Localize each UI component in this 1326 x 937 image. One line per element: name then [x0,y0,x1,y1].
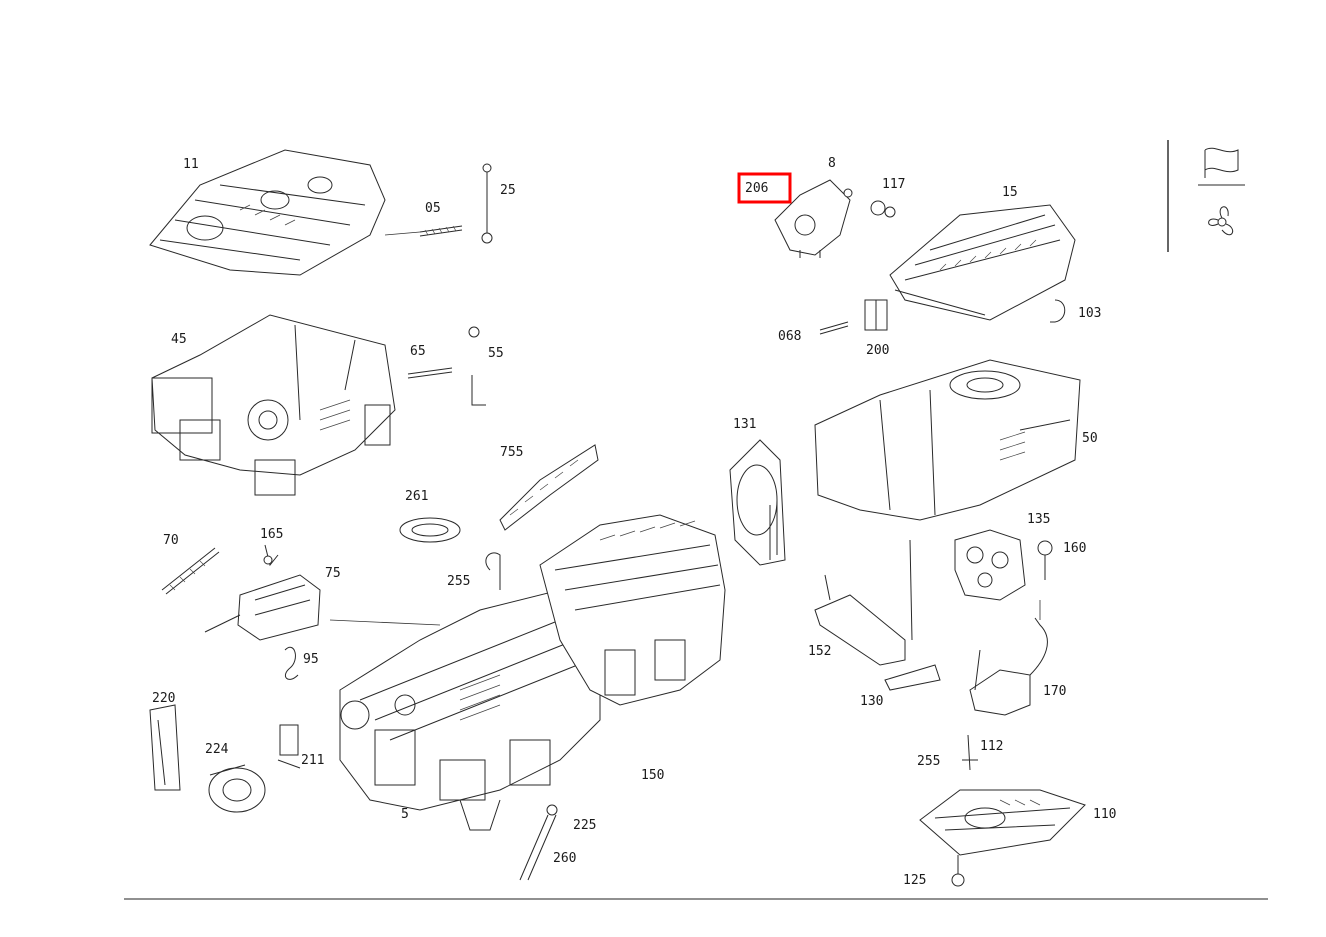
callout-70[interactable]: 70 [163,533,179,548]
part-gasket-755[interactable] [499,444,599,531]
callout-165[interactable]: 165 [260,527,283,542]
part-cylinder-head-cover[interactable] [149,149,386,276]
part-bolt-225[interactable] [519,804,558,881]
callout-152[interactable]: 152 [808,644,831,659]
callout-160[interactable]: 160 [1063,541,1086,556]
callout-103[interactable]: 103 [1078,306,1101,321]
callout-25[interactable]: 25 [500,183,516,198]
callout-05[interactable]: 05 [425,201,441,216]
callout-170[interactable]: 170 [1043,684,1066,699]
part-112[interactable] [962,734,978,771]
part-stud-05[interactable] [419,225,463,237]
part-130[interactable] [884,664,941,691]
part-150[interactable] [149,704,181,791]
callout-45[interactable]: 45 [171,332,187,347]
callout-200[interactable]: 200 [866,343,889,358]
part-manifold-15[interactable] [889,204,1076,321]
part-165[interactable] [263,544,279,567]
part-bracket-152[interactable] [814,539,913,666]
part-engine-upper-255[interactable] [539,514,726,706]
part-intake-assembly-45[interactable] [151,314,396,496]
part-75[interactable] [204,574,321,641]
callout-260[interactable]: 260 [553,851,576,866]
part-117[interactable] [870,200,896,218]
callout-125[interactable]: 125 [903,873,926,888]
callout-95[interactable]: 95 [303,652,319,667]
callout-131[interactable]: 131 [733,417,756,432]
callout-135[interactable]: 135 [1027,512,1050,527]
callout-130[interactable]: 130 [860,694,883,709]
callout-112[interactable]: 112 [980,739,1003,754]
part-drain-plug-125[interactable] [951,855,965,887]
callout-255b[interactable]: 255 [917,754,940,769]
part-engine-block-5[interactable] [339,589,601,831]
part-cover-131[interactable] [729,439,786,566]
callout-5[interactable]: 5 [401,807,409,822]
part-255-hook[interactable] [485,552,501,590]
callout-65[interactable]: 65 [410,344,426,359]
part-bolt-25[interactable] [481,163,493,244]
callout-206[interactable]: 206 [745,181,768,196]
part-roller-220[interactable] [208,764,266,813]
part-oil-pump-170[interactable] [969,617,1048,716]
part-55[interactable] [468,326,486,406]
callout-150[interactable]: 150 [641,768,664,783]
callout-255[interactable]: 255 [447,574,470,589]
callout-labels: 11 25 05 206 8 117 15 103 068 200 45 65 … [152,156,1116,888]
callout-55[interactable]: 55 [488,346,504,361]
part-068-200[interactable] [819,299,888,335]
flag-icon[interactable] [1198,147,1245,186]
callout-117[interactable]: 117 [882,177,905,192]
part-housing-50[interactable] [814,359,1081,521]
part-seal-261[interactable] [399,517,461,543]
part-pump-135[interactable] [954,529,1026,601]
part-95[interactable] [284,646,299,680]
callout-50[interactable]: 50 [1082,431,1098,446]
callout-220[interactable]: 220 [152,691,175,706]
leader-lines [329,231,1041,626]
callout-15[interactable]: 15 [1002,185,1018,200]
callout-110[interactable]: 110 [1093,807,1116,822]
callout-211[interactable]: 211 [301,753,324,768]
callout-261[interactable]: 261 [405,489,428,504]
part-224[interactable] [277,724,301,769]
callout-75[interactable]: 75 [325,566,341,581]
part-103[interactable] [1050,299,1066,323]
part-65[interactable] [407,367,453,379]
part-70[interactable] [161,547,220,595]
callout-8[interactable]: 8 [828,156,836,171]
callout-755[interactable]: 755 [500,445,523,460]
callout-224[interactable]: 224 [205,742,229,757]
part-valve-assembly-8[interactable] [774,179,853,258]
fan-icon[interactable] [1208,206,1234,236]
callout-225[interactable]: 225 [573,818,596,833]
callout-11[interactable]: 11 [183,157,199,172]
part-160[interactable] [1037,540,1053,580]
selected-callout-highlight [737,172,792,204]
callout-068[interactable]: 068 [778,329,801,344]
part-oil-pan-110[interactable] [919,789,1086,856]
